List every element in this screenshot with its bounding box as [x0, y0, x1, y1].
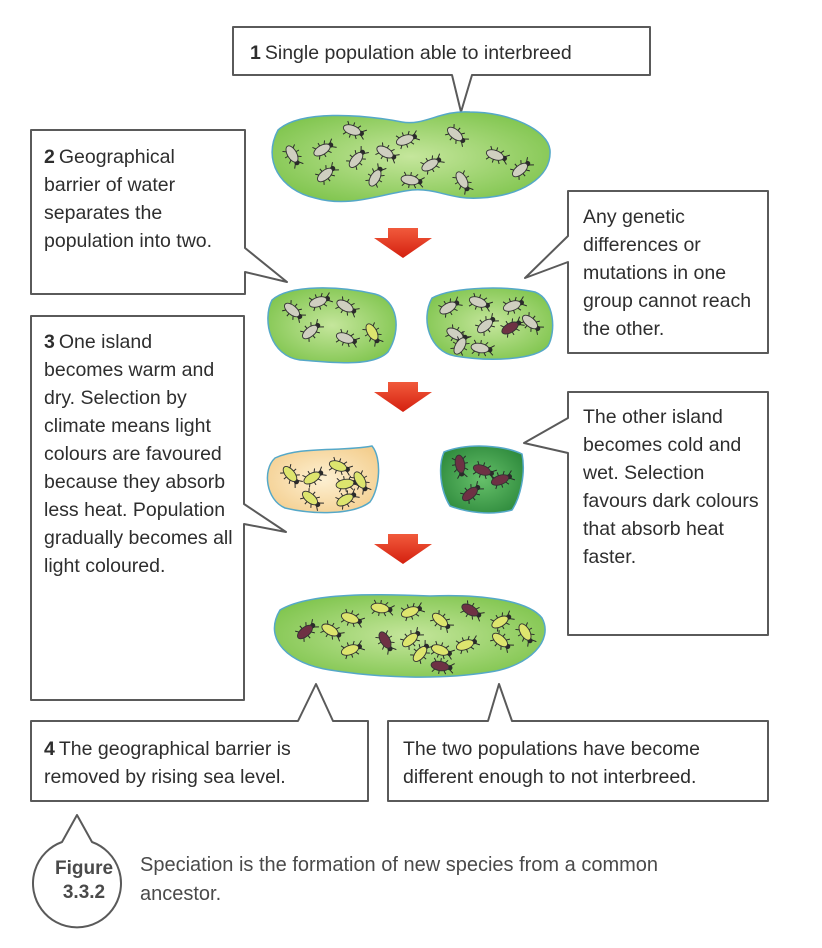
beetle: [282, 300, 306, 323]
callout-2-number: 2: [44, 146, 55, 168]
beetle: [320, 620, 345, 642]
callout-3b-body: The other island becomes cold and wet. S…: [583, 406, 759, 568]
callout-2b-text: Any genetic differences or mutations in …: [583, 203, 763, 343]
arrow-down-1: [374, 228, 432, 258]
callout-box-4: [30, 683, 369, 802]
callout-1-number: 1: [250, 42, 261, 64]
callout-box-1: [232, 26, 651, 113]
beetle: [340, 640, 366, 660]
beetle: [490, 610, 515, 632]
callout-box-3b: [523, 391, 769, 636]
figure-label-word: Figure: [54, 858, 114, 879]
beetle: [452, 170, 474, 195]
beetle: [400, 627, 424, 650]
beetle: [430, 657, 455, 675]
callout-3-number: 3: [44, 331, 55, 353]
beetle: [472, 460, 498, 480]
beetle: [295, 619, 319, 642]
beetle: [340, 608, 366, 628]
beetle: [410, 640, 433, 664]
beetle: [300, 319, 324, 342]
beetle: [335, 296, 360, 318]
beetle: [282, 144, 304, 169]
beetle: [302, 466, 327, 488]
beetle: [308, 292, 334, 312]
callout-4-number: 4: [44, 738, 55, 760]
callout-3b-text: The other island becomes cold and wet. S…: [583, 403, 763, 571]
beetle: [375, 630, 397, 655]
beetle: [400, 171, 425, 189]
beetle: [470, 339, 495, 357]
beetle: [365, 163, 387, 188]
beetle: [515, 622, 537, 647]
callout-4-body: The geographical barrier is removed by r…: [44, 738, 291, 788]
beetle: [520, 312, 544, 335]
beetle: [312, 138, 337, 160]
beetle: [400, 602, 426, 622]
beetle: [315, 162, 339, 185]
callout-2b-body: Any genetic differences or mutations in …: [583, 206, 752, 340]
arrow-down-2: [374, 382, 432, 412]
beetle: [328, 456, 354, 476]
callout-box-4b: [387, 683, 769, 802]
beetle: [510, 157, 534, 180]
beetle: [430, 610, 454, 633]
callout-4b-text: The two populations have become differen…: [403, 735, 763, 791]
figure-caption: Speciation is the formation of new speci…: [140, 854, 659, 905]
beetle: [335, 328, 361, 348]
beetle: [445, 124, 469, 147]
figure-label-number: 3.3.2: [62, 882, 106, 903]
beetle: [500, 316, 525, 338]
callout-box-2b: [524, 190, 769, 354]
beetle: [370, 599, 395, 617]
callout-box-3: [30, 315, 287, 701]
beetle: [490, 470, 516, 490]
figure-label-badge: [32, 814, 122, 929]
beetle: [362, 322, 384, 347]
beetle: [450, 331, 472, 356]
beetle: [342, 120, 368, 140]
callout-2-body: Geographical barrier of water separates …: [44, 146, 213, 252]
beetle: [438, 296, 463, 318]
beetle: [455, 635, 481, 655]
beetle: [475, 313, 499, 336]
beetle: [350, 470, 372, 495]
figure-label: Figure 3.3.2: [44, 857, 124, 905]
beetle: [335, 488, 360, 510]
beetle: [485, 145, 511, 165]
island-stage-2-left: [267, 287, 397, 364]
beetle: [300, 488, 324, 511]
beetle: [460, 481, 484, 504]
beetle: [346, 146, 369, 170]
callout-4b-body: The two populations have become differen…: [403, 738, 701, 788]
arrow-down-3: [374, 534, 432, 564]
beetle: [451, 454, 469, 479]
beetle: [375, 142, 400, 164]
callout-box-2: [30, 129, 288, 295]
beetle: [502, 296, 528, 316]
island-stage-1: [271, 111, 551, 203]
beetle: [468, 292, 494, 312]
callout-3-body: One island becomes warm and dry. Selecti…: [44, 331, 233, 577]
callout-1-body: Single population able to interbreed: [264, 42, 572, 64]
beetle: [395, 130, 421, 150]
beetle: [490, 630, 514, 653]
island-stage-3-wet: [439, 445, 524, 514]
beetle: [280, 464, 303, 488]
beetle: [460, 600, 485, 622]
beetle: [420, 153, 445, 175]
